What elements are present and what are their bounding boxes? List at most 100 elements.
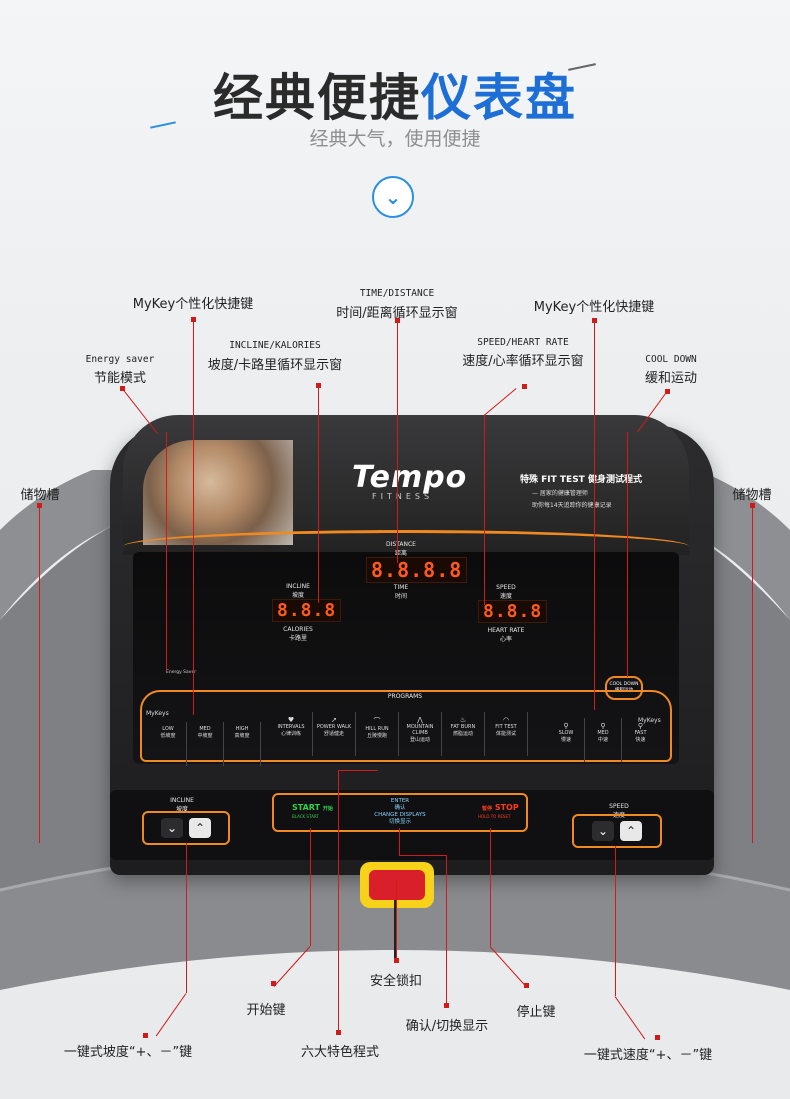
leader-programs-h	[338, 770, 378, 771]
annotation-speed-onekey: 一键式速度“+、－”键	[583, 1048, 713, 1063]
key-cn: 高坡度	[234, 733, 250, 739]
incline-cn-label: 坡度	[291, 592, 304, 599]
start-sub: BLACK START	[292, 814, 319, 819]
leader-energy	[166, 432, 167, 670]
annotation-cooldown-cn: 缓和运动	[644, 371, 697, 386]
leader-stop	[490, 828, 491, 946]
change-cn: 切换显示	[388, 819, 411, 825]
fit-test-line2: 助你每14天追踪你的健康记录	[532, 502, 612, 509]
time-cn-label: 时间	[394, 593, 407, 600]
key-cn: 舒适健走	[323, 731, 344, 737]
model-photo	[143, 440, 293, 545]
distance-cn-label: 距离	[394, 550, 407, 557]
walk-icon: ➚	[331, 716, 337, 724]
leader-dot	[316, 383, 321, 388]
chevron-up-icon: ⌃	[194, 821, 206, 835]
heart-rate-cn-label: 心率	[499, 636, 512, 643]
safety-key[interactable]	[369, 870, 425, 900]
fast-runner-icon: ⚲	[637, 722, 644, 730]
leader-dot	[191, 317, 196, 322]
annotation-speed-heart-cn: 速度/心率循环显示窗	[462, 354, 584, 369]
key-en: POWER WALK	[316, 724, 352, 730]
leader-dot	[665, 389, 670, 394]
leader-dot	[143, 1033, 148, 1038]
fit-test-title: 特殊 FIT TEST 健身测试程式	[520, 475, 642, 485]
key-cn: 登山运动	[409, 737, 430, 743]
energy-saver-indicator[interactable]: Energy Saver	[166, 670, 197, 675]
leader-speed-btn-diag	[614, 996, 646, 1040]
stop-button[interactable]: 暂停 STOP	[482, 803, 519, 812]
speed-cn-label: 速度	[499, 593, 512, 600]
mykeys-right-label: MyKeys	[638, 717, 661, 724]
annotation-incline-onekey: 一键式坡度“+、－”键	[63, 1045, 193, 1060]
distance-label: DISTANCE	[386, 541, 416, 548]
annotation-energy-cn: 节能模式	[93, 371, 146, 386]
title-dark-part: 经典便捷	[213, 69, 421, 127]
calories-cn-label: 卡路里	[288, 635, 307, 642]
leader-start	[310, 828, 311, 946]
incline-down-button[interactable]: ⌄	[161, 818, 183, 838]
annotation-speed-heart-en: SPEED/HEART RATE	[477, 337, 569, 348]
med-runner-icon: ⚲	[600, 722, 606, 730]
annotation-mykey-left: MyKey个性化快捷键	[132, 297, 254, 312]
leader-dot	[524, 983, 529, 988]
annotation-time-distance-en: TIME/DISTANCE	[359, 288, 435, 299]
center-controls	[272, 793, 528, 832]
leader-incline	[318, 385, 319, 603]
chevron-down-icon: ⌄	[166, 821, 178, 835]
leader-incline-btn-diag	[155, 993, 187, 1037]
fit-test-line1: — 居家的健康管理师	[532, 490, 588, 497]
speed-up-button[interactable]: ⌃	[620, 821, 642, 841]
annotation-start-key: 开始键	[246, 1003, 286, 1018]
leader-dot	[522, 384, 527, 389]
key-cn: 快速	[635, 737, 646, 743]
leader-dot	[750, 503, 755, 508]
incline-up-button[interactable]: ⌃	[189, 818, 211, 838]
chevron-glyph: ⌄	[384, 185, 402, 209]
key-cn: 心律训练	[280, 731, 301, 737]
leader-mykey-left	[193, 320, 194, 715]
key-cn: 体能测试	[495, 731, 516, 737]
key-en: LOW	[162, 726, 174, 732]
leader-confirm-3	[446, 855, 447, 1005]
enter-change-button[interactable]: ENTER 确认 CHANGE DISPLAYS 切换显示	[370, 798, 430, 826]
leader-speed-btn	[615, 846, 616, 996]
key-en: HIGH	[235, 726, 249, 732]
programs-title: PROGRAMS	[387, 693, 423, 700]
speed-down-button[interactable]: ⌄	[592, 821, 614, 841]
calories-label: CALORIES	[283, 626, 313, 633]
title-blue-part: 仪表盘	[421, 69, 577, 127]
enter-label: ENTER	[390, 798, 410, 804]
time-label: TIME	[393, 584, 409, 591]
leader-dot	[395, 318, 400, 323]
enter-cn: 确认	[394, 805, 406, 811]
start-button[interactable]: START 开始	[292, 803, 333, 812]
mountain-icon: ⋀	[417, 716, 423, 724]
annotation-cooldown-en: COOL DOWN	[645, 354, 697, 365]
leader-energy-diag	[122, 389, 158, 434]
incline-btn-cn: 坡度	[175, 806, 188, 813]
annotation-storage-left: 储物槽	[20, 488, 60, 503]
key-en: INTERVALS	[277, 724, 305, 730]
heart-icon: ♥	[287, 716, 295, 724]
key-en: FIT TEST	[495, 724, 517, 730]
key-en: MOUNTAIN CLIMB	[406, 724, 434, 736]
page-title: 经典便捷仪表盘	[0, 58, 790, 130]
speed-label: SPEED	[496, 584, 516, 591]
speed-adjust-group: ⌄ ⌃	[572, 814, 662, 848]
key-en: SLOW	[558, 730, 574, 736]
